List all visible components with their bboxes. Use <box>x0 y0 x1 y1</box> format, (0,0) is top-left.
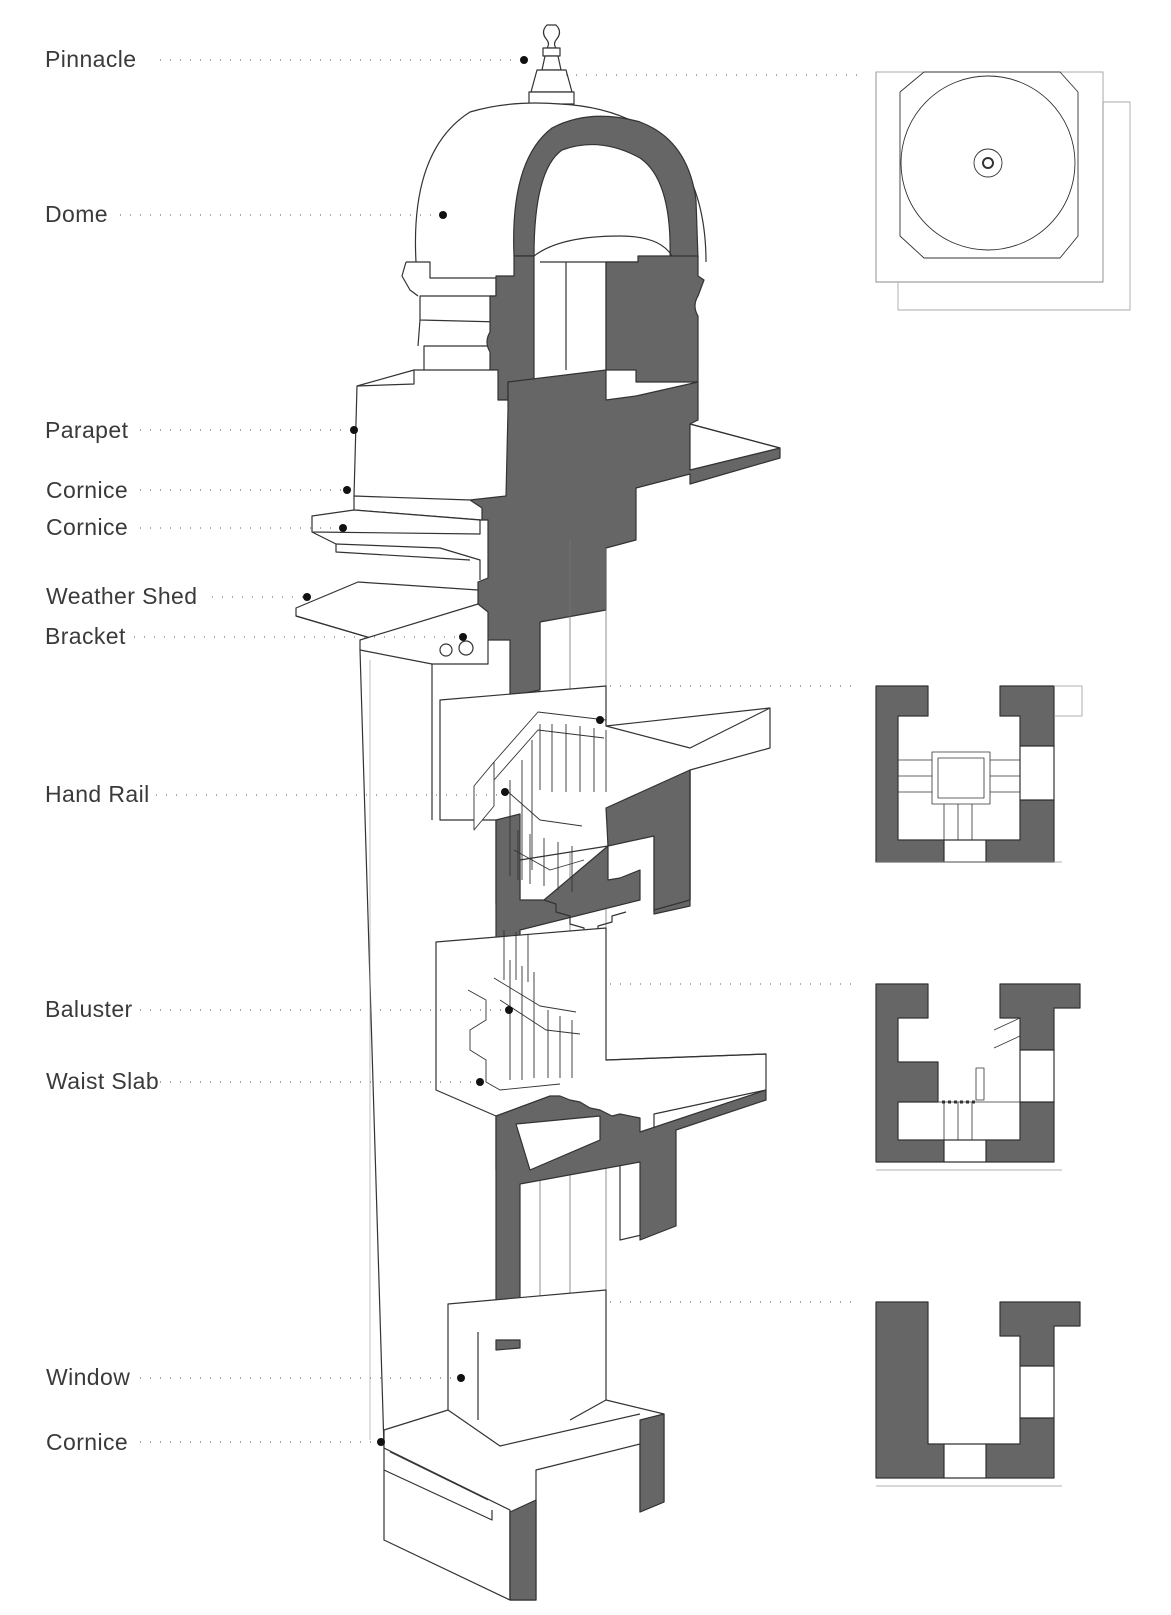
label-bracket: Bracket <box>45 623 126 649</box>
label-dome: Dome <box>45 201 108 227</box>
dome-plan <box>875 71 1131 311</box>
label-cornice-middle: Cornice <box>46 514 129 540</box>
floor-plan-3 <box>875 1301 1081 1487</box>
label-cornice-lower: Cornice <box>46 1429 129 1455</box>
label-baluster: Baluster <box>45 996 133 1022</box>
leader-lines <box>120 59 860 1443</box>
label-pinnacle: Pinnacle <box>45 46 137 72</box>
parapet-shape <box>353 369 511 509</box>
label-waist-slab: Waist Slab <box>46 1068 160 1094</box>
cornice-shape-2 <box>311 509 481 535</box>
pinnacle-shape <box>528 24 575 105</box>
label-weather-shed: Weather Shed <box>46 583 198 609</box>
label-window: Window <box>46 1364 131 1390</box>
label-cornice-upper: Cornice <box>46 477 129 503</box>
label-parapet: Parapet <box>45 417 129 443</box>
floor-plan-2 <box>875 983 1081 1171</box>
tower-isometric <box>295 24 781 1601</box>
label-hand-rail: Hand Rail <box>45 781 150 807</box>
floor-plan-1 <box>875 685 1083 863</box>
cornice-shape-1 <box>353 495 483 521</box>
leader-dots <box>303 56 604 1446</box>
